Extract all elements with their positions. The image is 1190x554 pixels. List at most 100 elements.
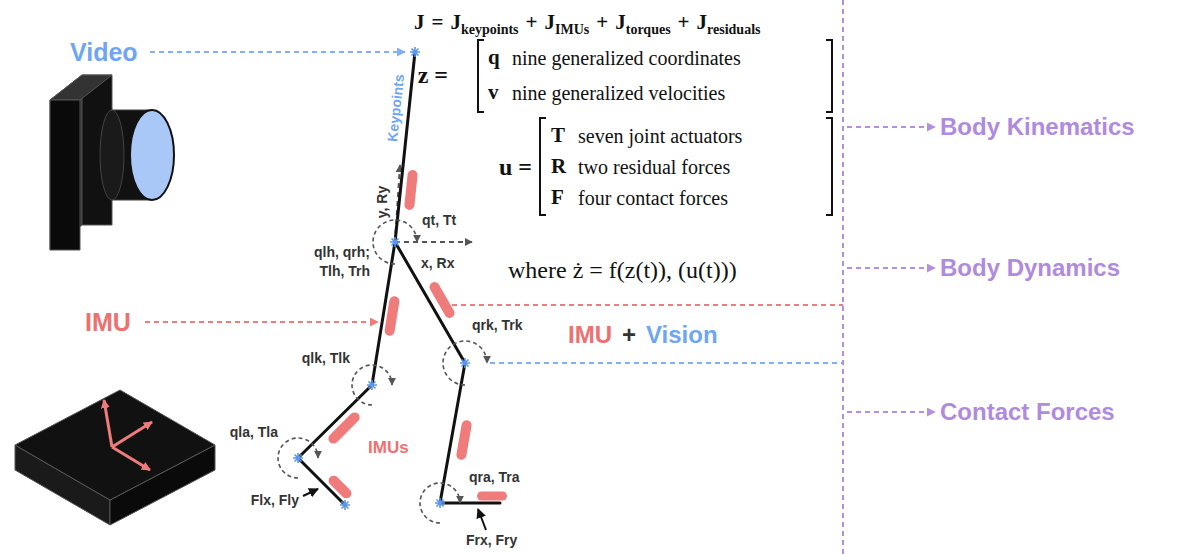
output-label: Body Kinematics (940, 113, 1135, 142)
sensor-label: Vision (646, 321, 718, 350)
imu-arrow (145, 321, 378, 323)
vector-symbol: T (551, 123, 565, 148)
imu-axis (112, 447, 150, 470)
keypoint-marker (293, 453, 303, 463)
joint-arc (420, 483, 460, 523)
camera-icon (50, 75, 174, 250)
matrix-bracket (540, 118, 546, 215)
camera-body (50, 100, 80, 250)
joint-label: qlh, qrh; (314, 244, 370, 261)
joint-label: qt, Tt (422, 212, 456, 229)
left-leg (298, 242, 395, 505)
imu-sensor (327, 474, 354, 501)
vector-symbol: z = (418, 61, 448, 90)
cost-equation: J=Jkeypoints+JIMUs+Jtorques+Jresiduals (414, 10, 760, 35)
imu-sensors (326, 170, 507, 501)
sensor-label: + (622, 321, 636, 350)
joint-arc (278, 438, 318, 478)
matrix-bracket (826, 118, 832, 215)
keypoints (293, 47, 470, 510)
force-arrow (478, 509, 486, 530)
imu-axis (112, 422, 152, 447)
force-label: Frx, Fry (466, 532, 517, 549)
imu-sensor (477, 492, 507, 501)
vector-description: nine generalized coordinates (512, 46, 741, 70)
cost-subscript: keypoints (461, 22, 519, 38)
keypoints-label: Keypoints (384, 73, 408, 142)
input-label: IMU (85, 307, 131, 337)
imu-icon (15, 390, 215, 525)
keypoint-marker (460, 358, 470, 368)
cost-operator: + (596, 10, 608, 35)
imu-sensor (404, 170, 418, 211)
output-arrow (847, 267, 935, 269)
vector-description: two residual forces (578, 155, 730, 179)
imu-sensor (456, 419, 473, 460)
cost-subscript: residuals (707, 22, 760, 38)
vision-guide-line (490, 362, 843, 364)
imu-sensor (326, 410, 361, 445)
keypoint-marker (410, 47, 420, 57)
imu-top-face (15, 390, 215, 500)
sensor-label: IMU (568, 321, 612, 350)
force-label: Flx, Fly (251, 492, 299, 509)
matrix-bracket (478, 40, 484, 112)
imu-axis (104, 400, 112, 447)
output-arrow (847, 126, 935, 128)
joint-label: qla, Tla (230, 424, 278, 441)
dynamics-equation: where ż = f(z(t)), (u(t))) (508, 256, 737, 285)
joint-label: qlk, Tlk (302, 350, 350, 367)
vector-symbol: F (551, 185, 564, 210)
cost-term: J (697, 10, 708, 35)
cost-operator: = (432, 10, 444, 35)
cost-subscript: IMUs (555, 22, 589, 38)
camera-barrel-base (100, 110, 124, 200)
matrix-bracket (826, 40, 832, 112)
cost-operator: + (526, 10, 538, 35)
right-leg (395, 242, 500, 503)
camera-lens (130, 110, 174, 200)
imu-sensor (428, 280, 457, 320)
output-label: Body Dynamics (940, 254, 1120, 283)
divider-line (842, 0, 844, 554)
camera-top (50, 75, 112, 100)
vector-symbol: u = (499, 153, 532, 182)
vector-symbol: v (488, 80, 499, 105)
joint-arcs (278, 220, 487, 523)
keypoint-marker (435, 498, 445, 508)
camera-side (50, 75, 82, 250)
keypoint-marker (340, 500, 350, 510)
vector-symbol: R (551, 154, 566, 179)
cost-operator: + (678, 10, 690, 35)
joint-label: qra, Tra (469, 469, 520, 486)
keypoint-marker (367, 380, 377, 390)
joint-label: qrk, Trk (472, 317, 523, 334)
imu-guide-line (452, 304, 843, 306)
input-label: Video (70, 37, 138, 67)
joint-label: Tlh, Trh (319, 263, 370, 280)
keypoint-marker (390, 237, 400, 247)
x-axis (395, 241, 472, 243)
output-arrow (847, 411, 935, 413)
imu-sensor (384, 295, 400, 336)
joint-arc (352, 365, 392, 405)
axis-label: y, Ry (374, 186, 391, 218)
joint-arc (373, 220, 417, 264)
vector-description: nine generalized velocities (512, 81, 725, 105)
imu-label: IMUs (368, 438, 409, 458)
cost-term: J (615, 10, 626, 35)
vector-description: seven joint actuators (578, 124, 742, 148)
stick-figure (298, 52, 500, 505)
vector-symbol: q (488, 45, 500, 70)
cost-subscript: torques (626, 22, 671, 38)
output-label: Contact Forces (940, 398, 1115, 427)
vector-description: four contact forces (578, 186, 728, 210)
video-arrow (150, 51, 405, 53)
axis-label: x, Rx (421, 255, 454, 272)
cost-term: J (545, 10, 556, 35)
force-arrow (303, 489, 318, 496)
joint-arc (443, 341, 487, 385)
cost-term: J (450, 10, 461, 35)
cost-term: J (414, 10, 425, 35)
